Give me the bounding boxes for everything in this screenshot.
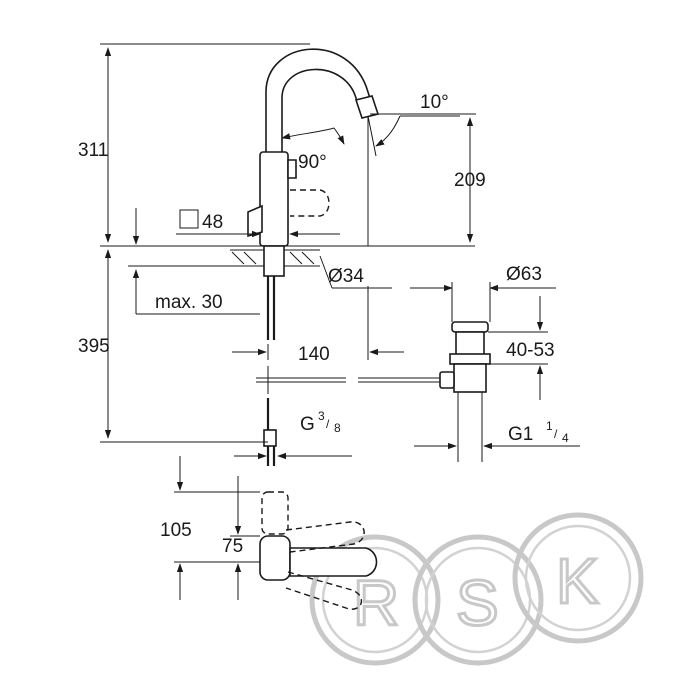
- thread-g-label: G: [300, 414, 315, 435]
- lever-105-label: 105: [160, 520, 192, 541]
- thread-g1-label: G1: [508, 424, 533, 445]
- angle-10-label: 10°: [420, 92, 449, 113]
- counter-top: [100, 245, 475, 267]
- angle-90-label: 90°: [298, 152, 327, 173]
- diameter-63-label: Ø63: [506, 264, 542, 285]
- watermark-letter-k: K: [556, 545, 599, 617]
- thread-g-slash: /: [326, 417, 330, 431]
- watermark-letter-r: R: [353, 567, 399, 639]
- faucet-side-view: [247, 48, 380, 466]
- watermark-letter-s: S: [456, 567, 499, 639]
- waste-40-53-label: 40-53: [506, 340, 555, 361]
- reach-140-label: 140: [298, 344, 330, 365]
- lever-75-label: 75: [222, 536, 243, 557]
- thread-g-denominator: 8: [334, 421, 341, 435]
- pop-up-waste: [256, 321, 491, 462]
- thread-g1-slash: /: [554, 427, 558, 441]
- dim-209-label: 209: [454, 170, 486, 191]
- thread-g1-numerator: 1: [546, 419, 553, 433]
- dim-395-label: 395: [78, 336, 110, 357]
- thread-g-numerator: 3: [318, 409, 325, 423]
- diameter-34-label: Ø34: [328, 266, 364, 287]
- rsk-watermark: R S K: [309, 512, 644, 666]
- lever-top-view: [259, 491, 378, 610]
- max-30-label: max. 30: [155, 292, 223, 313]
- dim-311-label: 311: [78, 140, 108, 161]
- square-48-label: 48: [202, 212, 223, 233]
- thread-g1-denominator: 4: [562, 431, 569, 445]
